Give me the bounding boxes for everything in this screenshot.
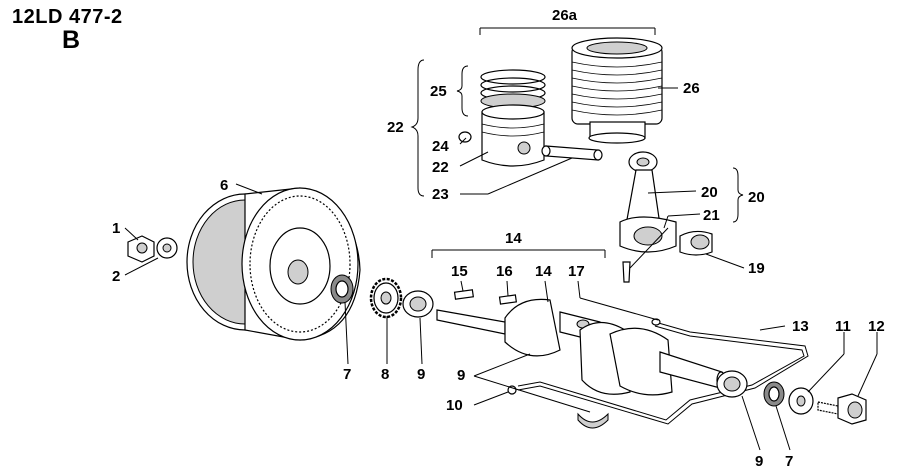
leader-lines <box>124 27 878 451</box>
label-12: 12 <box>868 318 885 335</box>
label-11: 11 <box>835 318 851 335</box>
key-16 <box>498 294 518 305</box>
main-bearing-rear <box>716 370 748 398</box>
label-22-bracket: 22 <box>387 119 404 136</box>
piston-rings <box>480 69 546 109</box>
key-15 <box>453 289 475 300</box>
label-26: 26 <box>683 80 700 97</box>
label-10: 10 <box>446 397 463 414</box>
label-8: 8 <box>381 366 389 383</box>
flywheel-nut-washer <box>127 235 178 263</box>
crankshaft <box>436 298 726 396</box>
label-9-front: 9 <box>417 366 425 383</box>
piston-pin <box>541 145 603 161</box>
flywheel <box>186 187 361 341</box>
label-22-piston: 22 <box>432 159 449 176</box>
label-7-rear: 7 <box>785 453 793 470</box>
label-19: 19 <box>748 260 765 277</box>
thrust-washer <box>788 387 814 415</box>
label-6: 6 <box>220 177 228 194</box>
main-bearing-lower <box>577 412 609 429</box>
label-15: 15 <box>451 263 468 280</box>
label-2: 2 <box>112 268 120 285</box>
oil-seal-rear <box>763 381 785 407</box>
crankshaft-gear <box>369 277 403 319</box>
label-9-mid: 9 <box>457 367 465 384</box>
cylinder-barrel <box>571 37 663 144</box>
label-26a: 26a <box>552 7 578 24</box>
label-13: 13 <box>792 318 809 335</box>
label-25: 25 <box>430 83 447 100</box>
main-bearing-front <box>402 290 434 318</box>
piston <box>458 104 545 167</box>
connecting-rod <box>619 151 713 283</box>
model-title: 12LD 477-2 <box>12 6 123 28</box>
label-21: 21 <box>703 207 720 224</box>
label-1: 1 <box>112 220 120 237</box>
label-20-rod: 20 <box>701 184 718 201</box>
label-20-bracket: 20 <box>748 189 765 206</box>
label-23: 23 <box>432 186 449 203</box>
label-24: 24 <box>432 138 449 155</box>
label-14: 14 <box>535 263 552 280</box>
label-7-front: 7 <box>343 366 351 383</box>
pulley-bolt <box>817 393 867 425</box>
label-9-rear: 9 <box>755 453 763 470</box>
label-14-bracket: 14 <box>505 230 522 247</box>
label-17: 17 <box>568 263 585 280</box>
variant-letter: B <box>62 26 81 54</box>
oil-seal-front <box>330 274 354 304</box>
label-16: 16 <box>496 263 513 280</box>
